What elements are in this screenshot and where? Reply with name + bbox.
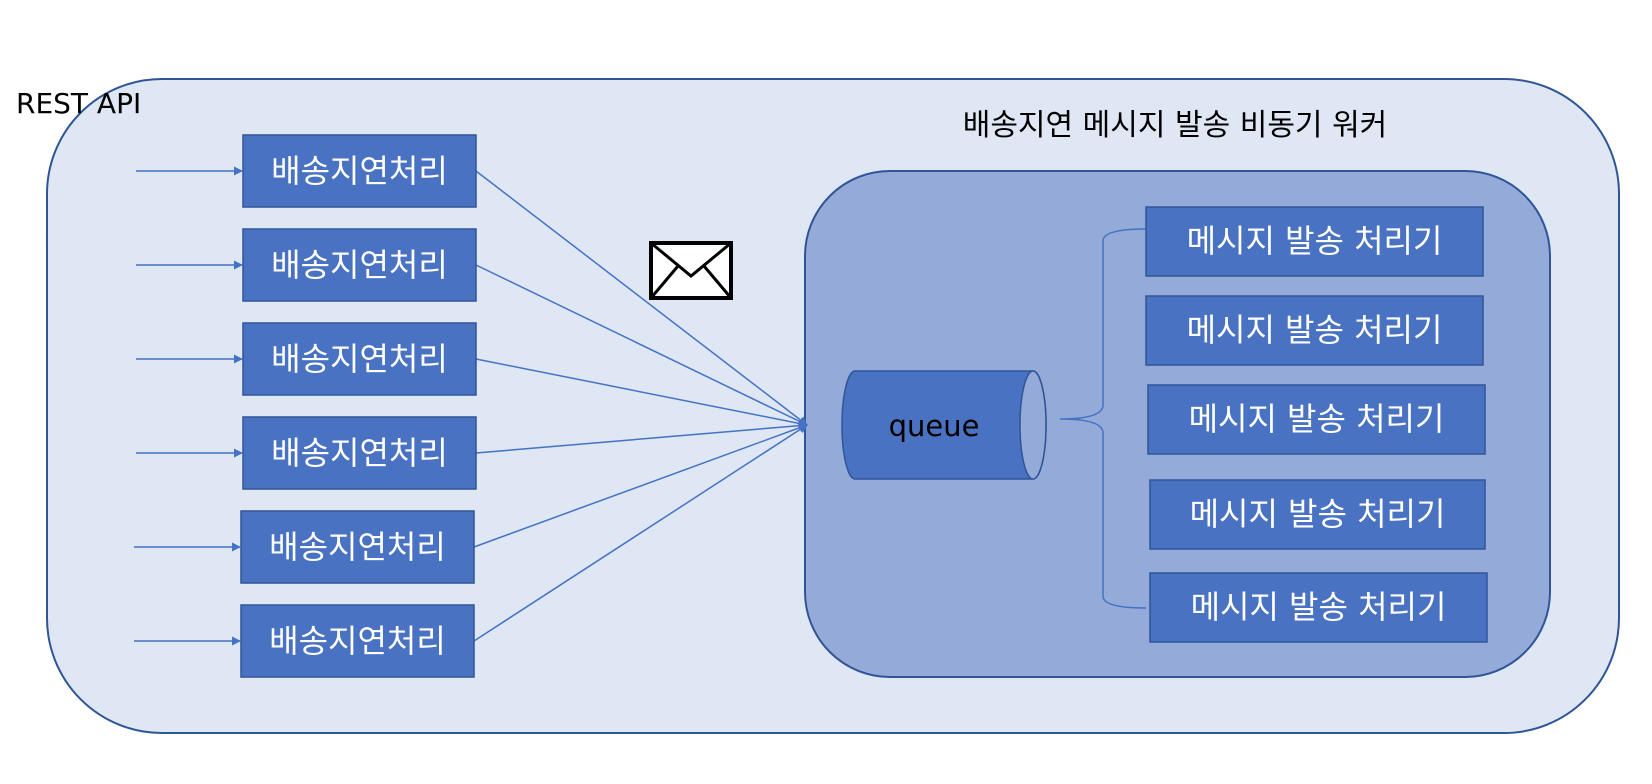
queue-cylinder: queue xyxy=(841,370,1047,480)
producer-to-queue-line xyxy=(475,170,808,426)
processor-label: 메시지 발송 처리기 xyxy=(1187,222,1443,260)
dispatch-brace xyxy=(1059,228,1147,609)
producer-box: 배송지연처리 xyxy=(242,322,477,396)
producer-to-queue-line xyxy=(473,424,808,642)
processor-box: 메시지 발송 처리기 xyxy=(1149,572,1488,643)
rest-api-label: REST API xyxy=(16,87,141,120)
producer-box: 배송지연처리 xyxy=(240,604,475,678)
processor-box: 메시지 발송 처리기 xyxy=(1145,295,1484,366)
producer-label: 배송지연처리 xyxy=(271,152,448,190)
converging-lines xyxy=(473,170,808,642)
processor-label: 메시지 발송 처리기 xyxy=(1189,400,1445,438)
worker-title: 배송지연 메시지 발송 비동기 워커 xyxy=(963,108,1388,143)
producer-label: 배송지연처리 xyxy=(271,434,448,472)
envelope-icon xyxy=(649,241,733,300)
producer-label: 배송지연처리 xyxy=(271,340,448,378)
processor-label: 메시지 발송 처리기 xyxy=(1190,495,1446,533)
producer-to-queue-line xyxy=(475,421,808,454)
processor-label: 메시지 발송 처리기 xyxy=(1191,588,1447,626)
producer-to-queue-line xyxy=(475,358,808,428)
producer-box: 배송지연처리 xyxy=(242,134,477,208)
processor-box: 메시지 발송 처리기 xyxy=(1145,206,1484,277)
incoming-arrows xyxy=(134,166,243,646)
producer-box: 배송지연처리 xyxy=(240,510,475,584)
processor-box: 메시지 발송 처리기 xyxy=(1149,479,1486,550)
producer-label: 배송지연처리 xyxy=(271,246,448,284)
producer-to-queue-line xyxy=(475,264,808,426)
queue-label: queue xyxy=(889,409,980,443)
producer-box: 배송지연처리 xyxy=(242,416,477,490)
processor-box: 메시지 발송 처리기 xyxy=(1147,384,1486,455)
producer-to-queue-line xyxy=(473,423,808,548)
producer-box: 배송지연처리 xyxy=(242,228,477,302)
producer-label: 배송지연처리 xyxy=(269,528,446,566)
producer-label: 배송지연처리 xyxy=(269,622,446,660)
processor-label: 메시지 발송 처리기 xyxy=(1187,311,1443,349)
